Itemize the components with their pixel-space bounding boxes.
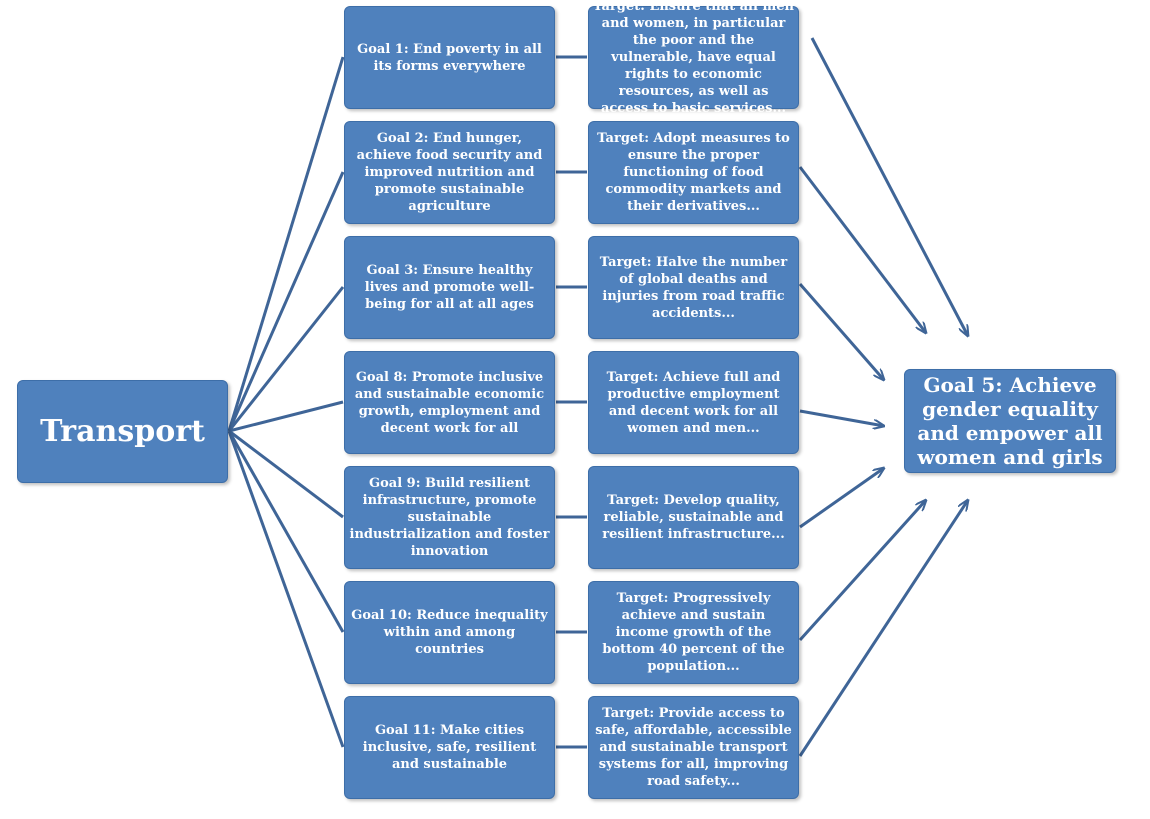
target-node-3: Target: Halve the number of global death… [588,236,799,339]
target-node-9: Target: Develop quality, reliable, susta… [588,466,799,569]
arrow-target-1-goal-5 [810,37,968,336]
goal-5-label: Goal 5: Achieve gender equality and empo… [917,373,1103,469]
arrow-target-2-goal-5 [798,166,926,333]
target-label: Target: Achieve full and productive empl… [606,369,781,436]
arrow-target-8-goal-5 [799,409,884,426]
goal-node-11: Goal 11: Make cities inclusive, safe, re… [344,696,555,799]
connector-transport-goal-1 [227,56,345,432]
target-node-8: Target: Achieve full and productive empl… [588,351,799,454]
goal-label: Goal 11: Make cities inclusive, safe, re… [362,723,537,772]
goal-node-8: Goal 8: Promote inclusive and sustainabl… [344,351,555,454]
connector-transport-goal-10 [227,430,345,633]
goal-node-9: Goal 9: Build resilient infrastructure, … [344,466,555,569]
goal-node-1: Goal 1: End poverty in all its forms eve… [344,6,555,109]
goal-node-3: Goal 3: Ensure healthy lives and promote… [344,236,555,339]
target-label: Target: Progressively achieve and sustai… [602,591,785,674]
target-node-10: Target: Progressively achieve and sustai… [588,581,799,684]
transport-label: Transport [40,414,205,449]
connector-transport-goal-11 [227,430,345,748]
connector-transport-goal-2 [227,171,345,432]
goal-label: Goal 9: Build resilient infrastructure, … [349,476,550,559]
goal-label: Goal 2: End hunger, achieve food securit… [356,131,543,214]
connector-transport-goal-8 [228,400,344,433]
target-node-2: Target: Adopt measures to ensure the pro… [588,121,799,224]
goal-5-node: Goal 5: Achieve gender equality and empo… [904,369,1116,473]
goal-label: Goal 1: End poverty in all its forms eve… [357,41,542,74]
arrow-target-9-goal-5 [799,468,884,529]
arrow-target-3-goal-5 [798,283,884,380]
target-label: Target: Develop quality, reliable, susta… [602,493,785,542]
goal-node-2: Goal 2: End hunger, achieve food securit… [344,121,555,224]
arrow-target-10-goal-5 [798,500,926,642]
target-label: Target: Provide access to safe, affordab… [595,706,792,789]
goal-label: Goal 3: Ensure healthy lives and promote… [364,263,535,312]
target-label: Target: Adopt measures to ensure the pro… [597,131,790,214]
goal-node-10: Goal 10: Reduce inequality within and am… [344,581,555,684]
target-node-1: Target: Ensure that all men and women, i… [588,0,799,116]
arrow-target-11-goal-5 [798,500,968,757]
connector-transport-goal-9 [228,429,344,519]
transport-node: Transport [17,380,228,483]
goal-label: Goal 8: Promote inclusive and sustainabl… [354,369,545,436]
target-label: Target: Halve the number of global death… [599,254,788,321]
goal-label: Goal 10: Reduce inequality within and am… [351,608,548,657]
target-label: Target: Ensure that all men and women, i… [593,0,794,116]
target-node-11: Target: Provide access to safe, affordab… [588,696,799,799]
connector-transport-goal-3 [227,286,345,432]
